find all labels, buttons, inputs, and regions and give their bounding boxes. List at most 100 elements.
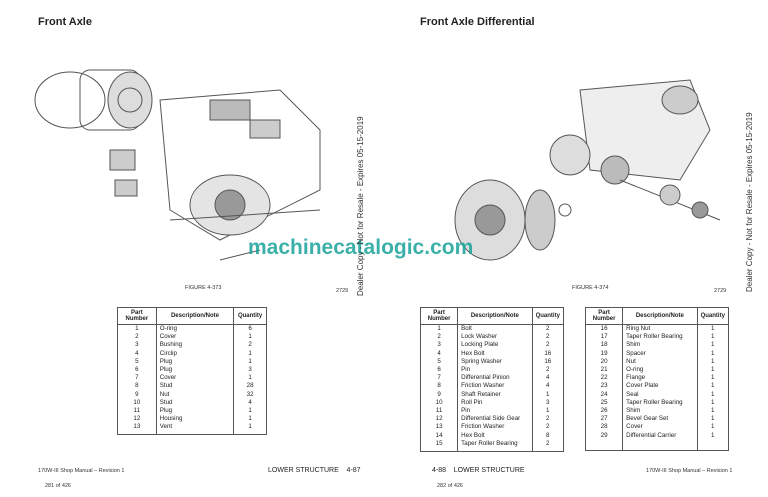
figure-label-4-373: FIGURE 4-373 <box>185 285 222 291</box>
part-number: 28 <box>585 423 624 432</box>
part-description: Friction Washer <box>461 423 505 431</box>
part-number: 12 <box>420 415 459 424</box>
part-quantity: 1 <box>696 407 729 416</box>
dealer-copy-stamp: Dealer Copy - Not for Resale - Expires 0… <box>356 116 365 296</box>
figure-code: 2729 <box>714 288 727 294</box>
part-quantity: 1 <box>233 374 267 383</box>
part-number: 19 <box>585 349 624 358</box>
part-description: Shim <box>626 407 641 415</box>
part-quantity: 1 <box>233 357 267 367</box>
part-number: 7 <box>420 374 459 383</box>
part-quantity: 28 <box>233 382 267 391</box>
part-number: 3 <box>420 341 459 350</box>
part-description: Differential Pinion <box>461 374 510 382</box>
header-quantity: Quantity <box>696 307 730 325</box>
part-number: 21 <box>585 366 624 375</box>
header-part-number: Part Number <box>585 307 624 325</box>
front-axle-exploded-diagram <box>34 69 321 261</box>
part-description: Roll Pin <box>461 398 483 406</box>
part-description: Differential Carrier <box>626 431 677 439</box>
footer-manual-title: 170W-III Shop Manual – Revision 1 <box>38 468 125 474</box>
part-quantity: 2 <box>531 439 564 449</box>
part-quantity: 1 <box>233 333 267 342</box>
part-description: Plug <box>159 357 173 365</box>
part-quantity: 2 <box>531 333 564 342</box>
part-quantity: 1 <box>233 407 267 416</box>
part-description: Taper Roller Bearing <box>626 333 683 341</box>
part-number: 9 <box>420 390 459 399</box>
part-quantity: 1 <box>696 431 729 440</box>
part-description: Pin <box>461 366 471 374</box>
part-description: Spring Washer <box>461 357 502 365</box>
part-number: 9 <box>117 390 157 399</box>
footer-page-count: 282 of 426 <box>437 483 463 489</box>
part-quantity: 3 <box>531 398 564 408</box>
part-description: Bolt <box>461 325 472 332</box>
part-number: 1 <box>117 324 157 334</box>
part-quantity: 16 <box>531 349 564 358</box>
header-description: Description/Note <box>457 307 533 325</box>
part-number: 12 <box>117 415 157 424</box>
part-quantity: 1 <box>696 333 729 342</box>
part-number: 23 <box>585 382 624 391</box>
footer-section: 4-88 LOWER STRUCTURE <box>432 467 525 474</box>
part-number: 11 <box>420 407 459 416</box>
part-number: 3 <box>117 341 157 350</box>
part-number: 10 <box>117 398 157 408</box>
part-quantity: 1 <box>233 349 267 358</box>
part-description: Shim <box>626 341 641 349</box>
part-number: 2 <box>117 333 157 342</box>
part-number: 11 <box>117 407 157 416</box>
right-page-title: Front Axle Differential <box>420 16 535 28</box>
part-number: 2 <box>420 333 459 342</box>
part-quantity: 1 <box>696 423 729 432</box>
part-number: 10 <box>420 398 459 408</box>
part-quantity: 1 <box>233 423 267 432</box>
part-quantity: 2 <box>531 324 564 334</box>
header-quantity: Quantity <box>531 307 565 325</box>
part-number: 27 <box>585 415 624 424</box>
part-number: 13 <box>420 423 459 432</box>
part-description: Stud <box>159 382 173 390</box>
header-description: Description/Note <box>622 307 698 325</box>
part-description: Friction Washer <box>461 382 505 390</box>
part-quantity: 2 <box>233 341 267 350</box>
watermark: machinecatalogic.com <box>248 236 474 259</box>
part-quantity: 32 <box>233 390 267 399</box>
part-description: Locking Plate <box>461 341 499 349</box>
part-description: Differential Side Gear <box>461 415 521 423</box>
part-description: Lock Washer <box>461 333 498 341</box>
part-description: O-ring <box>159 325 177 332</box>
part-number: 5 <box>420 357 459 367</box>
part-description: Cover <box>159 333 177 341</box>
part-quantity: 4 <box>531 374 564 383</box>
footer-manual-title: 170W-III Shop Manual – Revision 1 <box>646 468 733 474</box>
part-description: Nut <box>626 357 636 365</box>
part-number: 29 <box>585 431 624 440</box>
part-description: Cover <box>159 374 177 382</box>
part-quantity: 2 <box>531 423 564 432</box>
part-quantity: 2 <box>531 366 564 375</box>
part-number: 8 <box>117 382 157 391</box>
part-number: 17 <box>585 333 624 342</box>
